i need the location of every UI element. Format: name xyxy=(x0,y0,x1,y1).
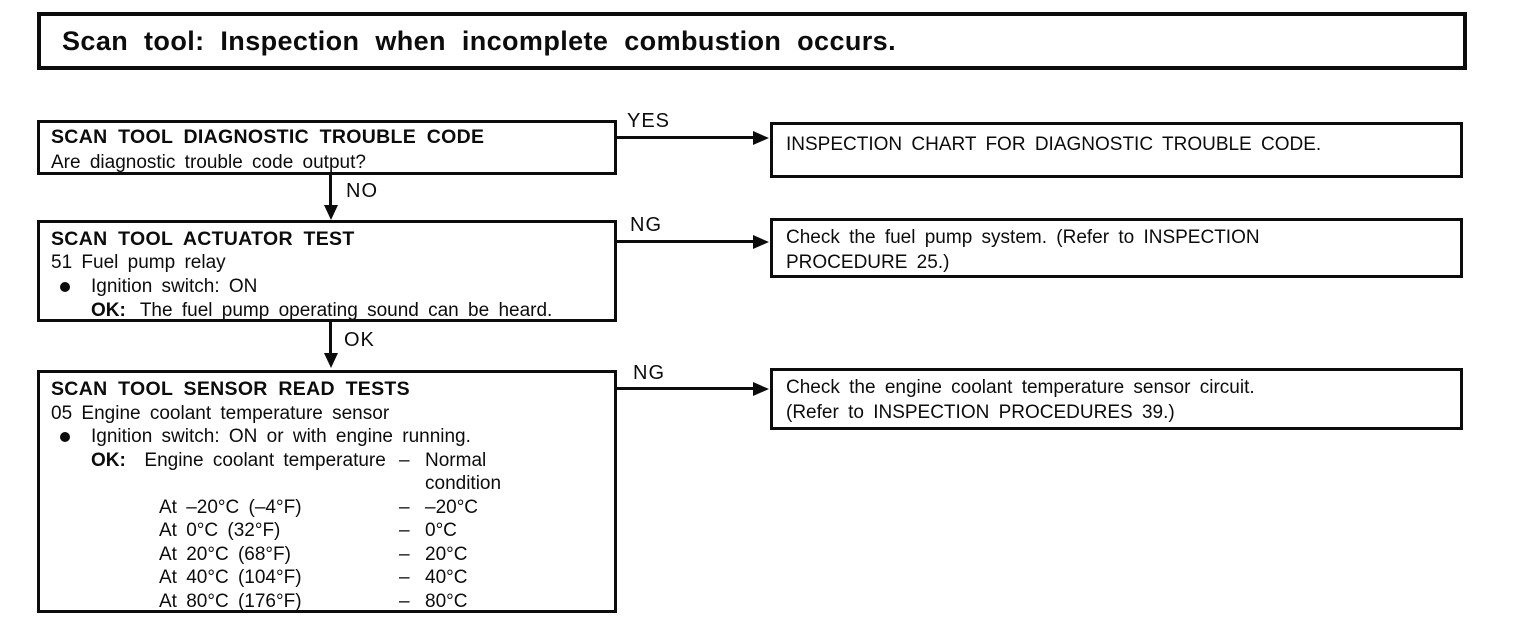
reading-row: At 0°C (32°F) – 0°C xyxy=(51,519,603,543)
reading-row: At 40°C (104°F) – 40°C xyxy=(51,566,603,590)
bullet-icon xyxy=(60,432,70,442)
no-branch-label: NO xyxy=(346,180,378,202)
step3-bullet-text: Ignition switch: ON or with engine runni… xyxy=(91,426,471,447)
reading-condition: At 20°C (68°F) xyxy=(159,543,291,565)
ng2-connector-line xyxy=(615,387,755,390)
result3-line2: (Refer to INSPECTION PROCEDURES 39.) xyxy=(786,402,1175,423)
title-box: Scan tool: Inspection when incomplete co… xyxy=(37,12,1467,70)
yes-connector-line xyxy=(615,136,755,139)
result3-box: Check the engine coolant temperature sen… xyxy=(770,368,1463,430)
bullet-icon xyxy=(60,282,70,292)
step3-ok-label: OK: xyxy=(91,449,126,471)
yes-branch-label: YES xyxy=(627,110,671,132)
step2-ok-text: The fuel pump operating sound can be hea… xyxy=(139,300,553,321)
reading-value: 20°C xyxy=(425,543,468,565)
step2-ok-label: OK: xyxy=(91,300,126,321)
ok-connector-line xyxy=(329,322,332,356)
result3-line1: Check the engine coolant temperature sen… xyxy=(786,377,1255,398)
reading-value: 0°C xyxy=(425,520,457,541)
step3-normal-row: condition xyxy=(51,472,603,496)
step2-bullet-row: Ignition switch: ON xyxy=(51,275,603,299)
reading-condition: At 40°C (104°F) xyxy=(159,567,302,588)
reading-row: At –20°C (–4°F) – –20°C xyxy=(51,496,603,520)
dash-separator: – xyxy=(399,543,410,565)
step2-item: 51 Fuel pump relay xyxy=(51,252,226,273)
ok-branch-label: OK xyxy=(344,329,375,351)
step2-bullet-text: Ignition switch: ON xyxy=(91,276,258,297)
ng2-branch-label: NG xyxy=(633,362,665,384)
result2-line2: PROCEDURE 25.) xyxy=(786,252,950,273)
ng1-branch-label: NG xyxy=(630,214,662,236)
ng2-arrowhead-icon xyxy=(753,381,769,396)
page-title: Scan tool: Inspection when incomplete co… xyxy=(62,25,896,56)
step3-heading: SCAN TOOL SENSOR READ TESTS xyxy=(51,378,410,400)
reading-row: At 20°C (68°F) – 20°C xyxy=(51,543,603,567)
step1-box: SCAN TOOL DIAGNOSTIC TROUBLE CODE Are di… xyxy=(37,120,617,175)
reading-row: At 80°C (176°F) – 80°C xyxy=(51,590,603,614)
step3-ok-text: Engine coolant temperature xyxy=(144,449,386,471)
dash-separator: – xyxy=(399,496,410,518)
reading-condition: At –20°C (–4°F) xyxy=(159,496,302,518)
result2-line1: Check the fuel pump system. (Refer to IN… xyxy=(786,227,1260,248)
step1-heading: SCAN TOOL DIAGNOSTIC TROUBLE CODE xyxy=(51,126,485,148)
step1-question: Are diagnostic trouble code output? xyxy=(51,152,366,173)
no-connector-line xyxy=(329,175,332,207)
step3-bullet-row: Ignition switch: ON or with engine runni… xyxy=(51,425,603,449)
dash-separator: – xyxy=(399,567,410,588)
yes-arrowhead-icon xyxy=(753,130,769,145)
ng1-arrowhead-icon xyxy=(753,234,769,249)
reading-value: 40°C xyxy=(425,567,468,588)
step3-ok-row: OK: Engine coolant temperature – Normal xyxy=(51,449,603,473)
ng1-connector-line xyxy=(615,240,755,243)
dash-separator: – xyxy=(399,520,410,541)
reading-condition: At 80°C (176°F) xyxy=(159,590,302,612)
step3-box: SCAN TOOL SENSOR READ TESTS 05 Engine co… xyxy=(37,370,617,613)
no-arrowhead-icon xyxy=(324,205,338,220)
reading-value: –20°C xyxy=(425,496,479,518)
reading-value: 80°C xyxy=(425,590,468,612)
result2-box: Check the fuel pump system. (Refer to IN… xyxy=(770,218,1463,278)
dash-separator: – xyxy=(399,449,410,471)
ok-arrowhead-icon xyxy=(324,353,338,368)
result1-text: INSPECTION CHART FOR DIAGNOSTIC TROUBLE … xyxy=(786,134,1322,155)
step3-normal-line2: condition xyxy=(425,473,502,494)
result1-box: INSPECTION CHART FOR DIAGNOSTIC TROUBLE … xyxy=(770,122,1463,178)
dash-separator: – xyxy=(399,590,410,612)
step2-heading: SCAN TOOL ACTUATOR TEST xyxy=(51,228,355,250)
step3-item: 05 Engine coolant temperature sensor xyxy=(51,402,390,424)
step3-normal-line1: Normal xyxy=(425,449,487,471)
step2-ok-row: OK: The fuel pump operating sound can be … xyxy=(51,299,603,323)
reading-condition: At 0°C (32°F) xyxy=(159,520,281,541)
step2-box: SCAN TOOL ACTUATOR TEST 51 Fuel pump rel… xyxy=(37,220,617,322)
